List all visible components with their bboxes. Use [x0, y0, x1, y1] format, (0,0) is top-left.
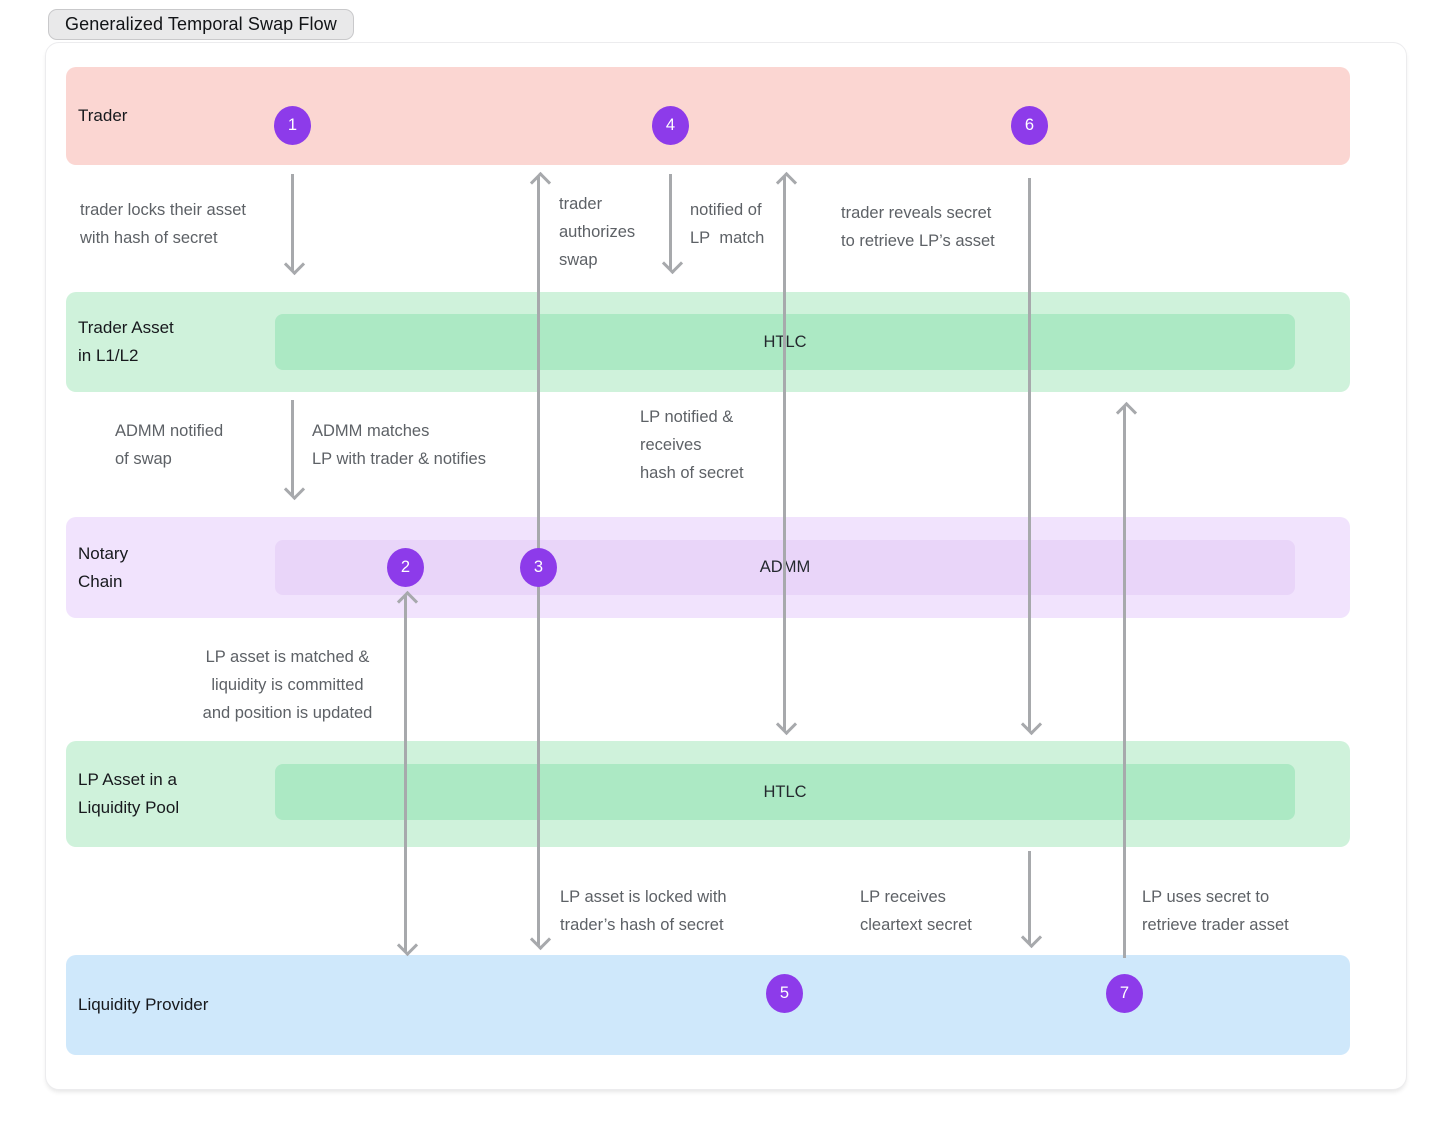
annotation-notified-of-match: notified of LP match: [690, 201, 765, 247]
step-circle-5: 5: [766, 974, 803, 1013]
step-circle-4: 4: [652, 106, 689, 145]
diagram-title: Generalized Temporal Swap Flow: [48, 9, 354, 40]
annotation-admm-notified: ADMM notified of swap: [115, 422, 224, 468]
lane-trader: Trader: [66, 67, 1350, 165]
annotation-lp-uses: LP uses secret to retrieve trader asset: [1142, 888, 1289, 934]
lane-lp-asset-label: LP Asset in a Liquidity Pool: [78, 770, 180, 817]
annotation-lp-receives: LP receives cleartext secret: [860, 888, 972, 934]
htlc-box-lp-asset: HTLC: [275, 764, 1295, 820]
annotation-lp-locked: LP asset is locked with trader’s hash of…: [560, 888, 727, 934]
htlc-box-lp-asset-label: HTLC: [763, 782, 807, 801]
annotation-trader-authorizes: trader authorizes swap: [559, 195, 636, 269]
arrow-admm-match: [291, 400, 294, 495]
arrow-lp-commit: [404, 596, 407, 951]
lane-trader-label: Trader: [78, 106, 128, 125]
lane-liquidity-provider: Liquidity Provider: [66, 955, 1350, 1055]
arrow-notify-match: [669, 174, 672, 269]
annotation-trader-locks: trader locks their asset with hash of se…: [80, 201, 246, 247]
step-circle-6: 6: [1011, 106, 1048, 145]
arrow-trader-htlc-link: [783, 177, 786, 730]
lane-notary-chain-label: Notary Chain: [78, 543, 129, 591]
step-circle-2: 2: [387, 548, 424, 587]
lane-trader-asset-label: Trader Asset in L1/L2: [78, 318, 174, 365]
arrow-trader-lock: [291, 174, 294, 270]
annotation-admm-matches: ADMM matches LP with trader & notifies: [312, 422, 486, 468]
arrow-retrieve-trader-asset: [1123, 407, 1126, 958]
arrow-reveal-secret: [1028, 178, 1031, 730]
lane-liquidity-provider-label: Liquidity Provider: [78, 995, 209, 1014]
annotation-lp-matched: LP asset is matched & liquidity is commi…: [202, 648, 373, 722]
annotation-trader-reveals: trader reveals secret to retrieve LP’s a…: [841, 204, 995, 250]
step-circle-1: 1: [274, 106, 311, 145]
step-circle-3: 3: [520, 548, 557, 587]
arrow-cleartext-secret: [1028, 851, 1031, 943]
step-circle-7: 7: [1106, 974, 1143, 1013]
annotation-lp-notified: LP notified & receives hash of secret: [640, 408, 744, 482]
